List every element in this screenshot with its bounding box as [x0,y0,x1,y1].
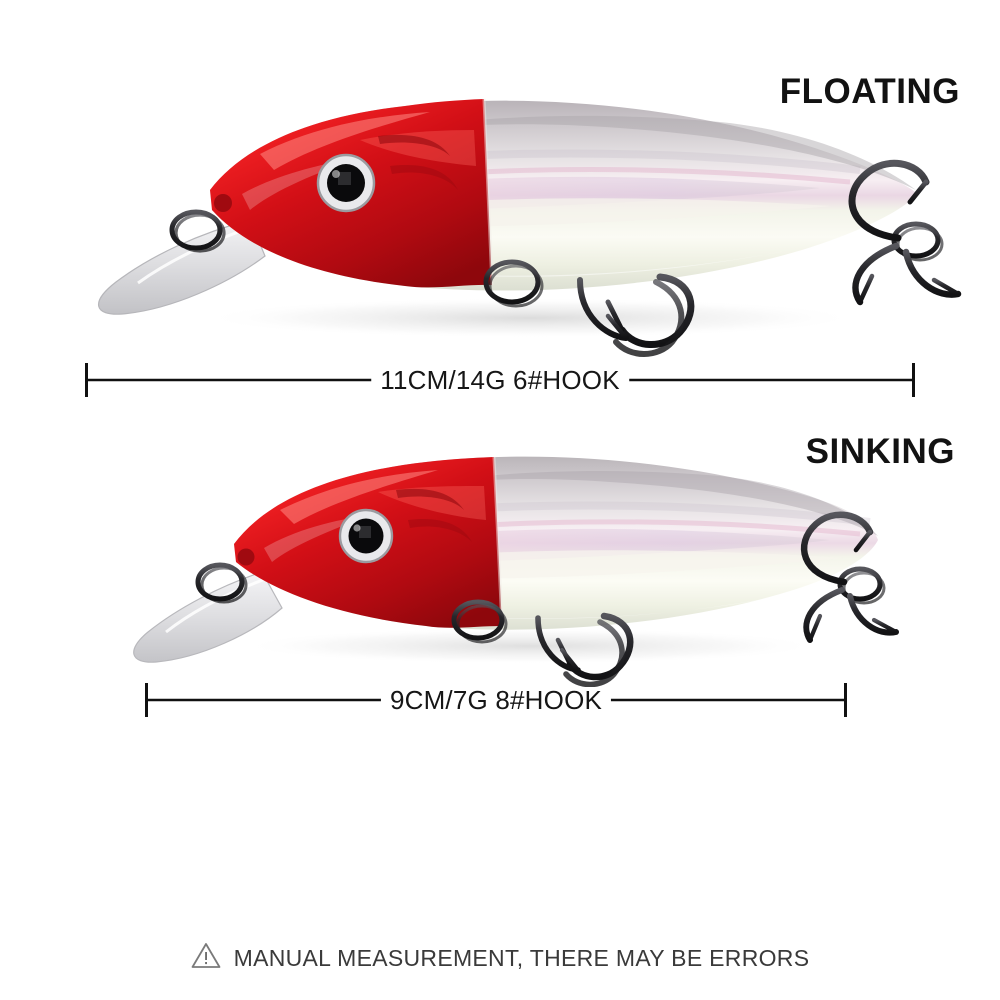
treble-hook [800,511,899,643]
measurement-disclaimer: MANUAL MEASUREMENT, THERE MAY BE ERRORS [0,942,1000,974]
dimension-bracket-floating: 11CM/14G 6#HOOK [85,363,915,397]
variant-label-sinking: SINKING [805,432,955,471]
lure-image-floating [60,70,962,357]
disclaimer-text: MANUAL MEASUREMENT, THERE MAY BE ERRORS [233,944,810,971]
treble-hook [483,259,695,357]
lure-eye [338,508,394,564]
treble-hook [451,599,634,688]
lure-eye [316,153,376,213]
variant-label-floating: FLOATING [779,72,960,111]
lure-image-sinking [130,430,899,688]
dimension-bracket-sinking: 9CM/7G 8#HOOK [145,683,847,717]
dimension-text-floating: 11CM/14G 6#HOOK [371,367,629,393]
treble-hook [848,159,962,306]
dimension-text-sinking: 9CM/7G 8#HOOK [380,687,612,713]
warning-triangle-icon [191,942,221,974]
